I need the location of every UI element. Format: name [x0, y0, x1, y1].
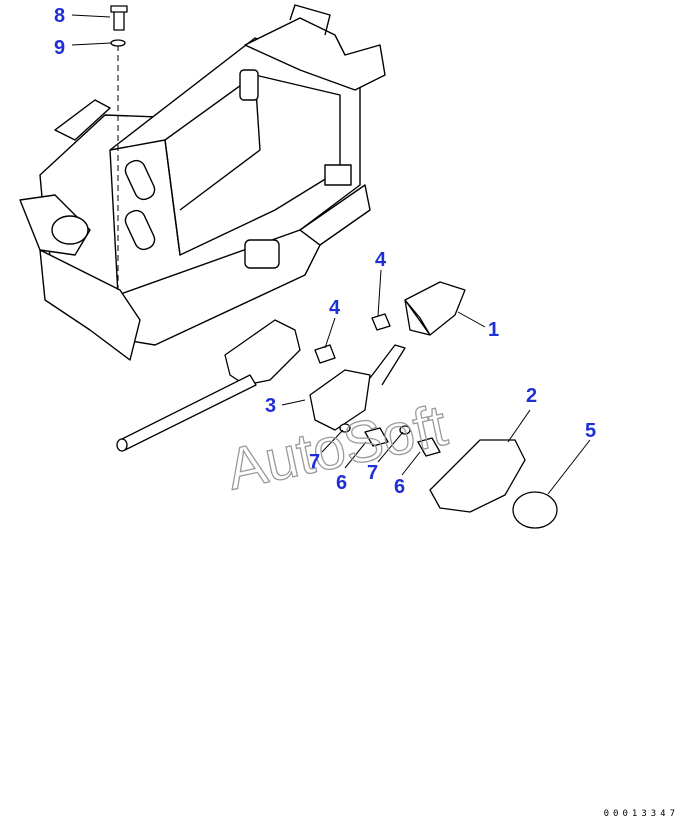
callouts: 8 9 4 4 1 3 2 5 7 7 6 6 [54, 5, 596, 498]
callout-6-right: 6 [394, 476, 405, 498]
callout-4-upper: 4 [375, 249, 387, 271]
callout-7-right: 7 [367, 462, 378, 484]
callout-6-left: 6 [336, 472, 347, 494]
callout-7-left: 7 [309, 451, 320, 473]
callout-4-left: 4 [329, 297, 341, 319]
callout-2: 2 [526, 385, 537, 407]
leader-lines [71, 14, 591, 495]
document-number: 00013347 [603, 809, 679, 819]
callout-3: 3 [265, 395, 276, 417]
callout-1: 1 [488, 319, 499, 341]
callout-9: 9 [54, 37, 65, 59]
callout-8: 8 [54, 5, 65, 27]
console-frame-drawing [19, 4, 386, 361]
callout-5: 5 [585, 420, 596, 442]
